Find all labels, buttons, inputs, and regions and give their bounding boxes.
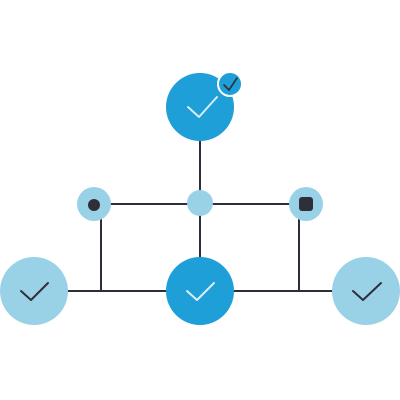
top-node-badge: [217, 71, 243, 97]
bottom-center-node[interactable]: [166, 257, 234, 325]
connector-node-right[interactable]: [289, 187, 323, 221]
check-icon: [20, 282, 49, 301]
check-icon: [186, 282, 215, 301]
square-icon: [299, 197, 313, 211]
check-badge-icon: [223, 77, 238, 91]
connector-node-center[interactable]: [187, 190, 213, 216]
check-icon: [187, 96, 218, 118]
dot-icon: [88, 199, 100, 211]
check-icon: [352, 282, 382, 301]
connector-node-left[interactable]: [77, 187, 111, 221]
bottom-right-node[interactable]: [332, 257, 400, 325]
bottom-left-node[interactable]: [0, 257, 68, 325]
top-node[interactable]: [166, 73, 234, 141]
